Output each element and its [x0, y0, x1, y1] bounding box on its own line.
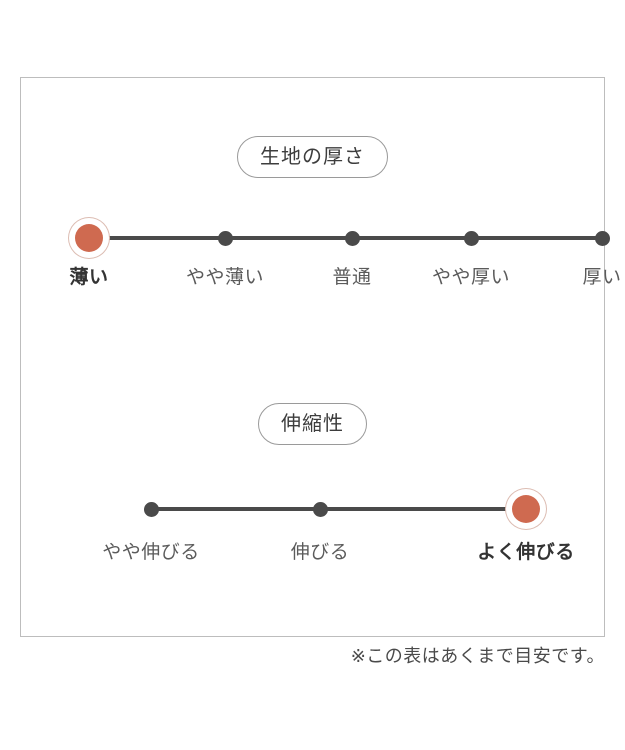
scale-label: やや薄い: [185, 266, 265, 288]
scale-stretchiness: [55, 494, 572, 524]
scale-label-selected: 薄い: [69, 266, 109, 288]
scale-label: 伸びる: [290, 541, 350, 563]
scale-label-selected: よく伸びる: [477, 541, 575, 563]
scale-dot[interactable]: [344, 230, 360, 246]
scale-dot[interactable]: [217, 230, 233, 246]
scale-dot[interactable]: [594, 230, 610, 246]
scale-dot[interactable]: [143, 501, 159, 517]
footnote-disclaimer: ※この表はあくまで目安です。: [350, 646, 605, 667]
scale-label: 厚い: [582, 266, 622, 288]
scale-fabric-thickness: [55, 223, 610, 253]
scale-dot[interactable]: [312, 501, 328, 517]
spec-chart-panel: 生地の厚さ 薄い やや薄い 普通 やや厚い 厚い 伸縮性 やや伸びる 伸びる よ…: [20, 77, 621, 637]
scale-label: 普通: [332, 266, 372, 288]
scale-labels-stretchiness: やや伸びる 伸びる よく伸びる: [55, 541, 575, 573]
section-header-fabric-thickness: 生地の厚さ: [21, 136, 604, 178]
scale-label: やや厚い: [431, 266, 511, 288]
scale-track: [151, 507, 526, 511]
scale-dot-selected[interactable]: [512, 495, 540, 523]
scale-dot[interactable]: [463, 230, 479, 246]
section-header-stretchiness: 伸縮性: [21, 403, 604, 445]
scale-label: やや伸びる: [102, 541, 200, 563]
scale-labels-fabric-thickness: 薄い やや薄い 普通 やや厚い 厚い: [55, 266, 621, 298]
section-title-pill: 生地の厚さ: [237, 136, 388, 178]
scale-dot-selected[interactable]: [75, 224, 103, 252]
section-title-pill: 伸縮性: [258, 403, 367, 445]
